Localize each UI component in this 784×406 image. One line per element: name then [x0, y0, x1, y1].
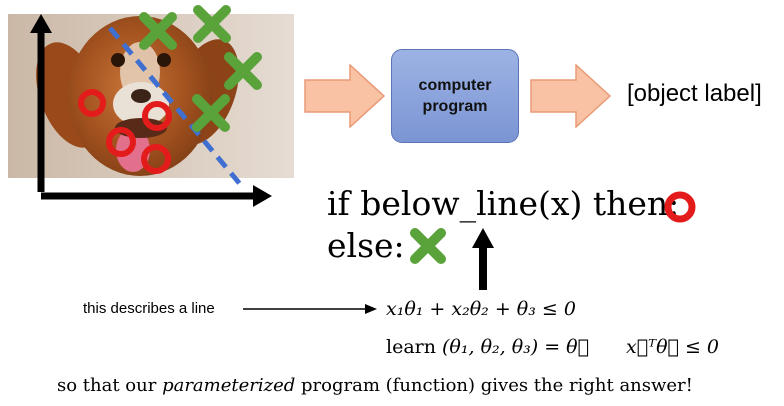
caption-start: so that our [57, 375, 163, 396]
caption-emphasis: parameterized [162, 375, 296, 396]
learn-word: learn [386, 336, 436, 358]
green-cross-markers [139, 5, 262, 132]
else-statement: else: [327, 226, 405, 265]
green-cross-icon [224, 52, 262, 90]
dot-product-inequality: x⃗ᵀθ⃗ ≤ 0 [626, 336, 720, 358]
object-label-output: [object label] [627, 80, 762, 107]
scatter-plot-on-photo [8, 5, 294, 207]
caption-end: program (function) gives the right answe… [295, 375, 693, 396]
axes [30, 14, 272, 207]
theta-vector: (θ₁, θ₂, θ₃) = θ⃗ [442, 336, 590, 358]
green-cross-icon [410, 228, 446, 264]
up-arrow-icon [472, 228, 494, 290]
right-arrow-icon [530, 64, 612, 128]
red-circle-icon [106, 127, 136, 157]
dog-photo [36, 16, 239, 176]
red-circle-icon [78, 89, 106, 117]
red-circle-markers [78, 89, 172, 174]
learn-equation: learn (θ₁, θ₂, θ₃) = θ⃗ [386, 336, 589, 358]
decision-boundary-line [108, 26, 242, 186]
line-description-note: this describes a line [83, 300, 215, 317]
green-cross-icon [139, 12, 177, 50]
computer-program-box: computer program [391, 49, 519, 143]
program-label: computer program [418, 77, 492, 115]
caption: so that our parameterized program (funct… [57, 375, 693, 396]
green-cross-icon [192, 94, 230, 132]
if-statement: if below_line(x) then: [327, 184, 680, 223]
red-circle-icon [142, 101, 172, 131]
pointer-arrow-icon [243, 304, 377, 314]
line-equation: x₁θ₁ + x₂θ₂ + θ₃ ≤ 0 [386, 298, 576, 320]
green-cross-icon [193, 5, 231, 43]
red-circle-icon [141, 144, 171, 174]
red-circle-icon [664, 191, 696, 223]
right-arrow-icon [304, 64, 386, 128]
